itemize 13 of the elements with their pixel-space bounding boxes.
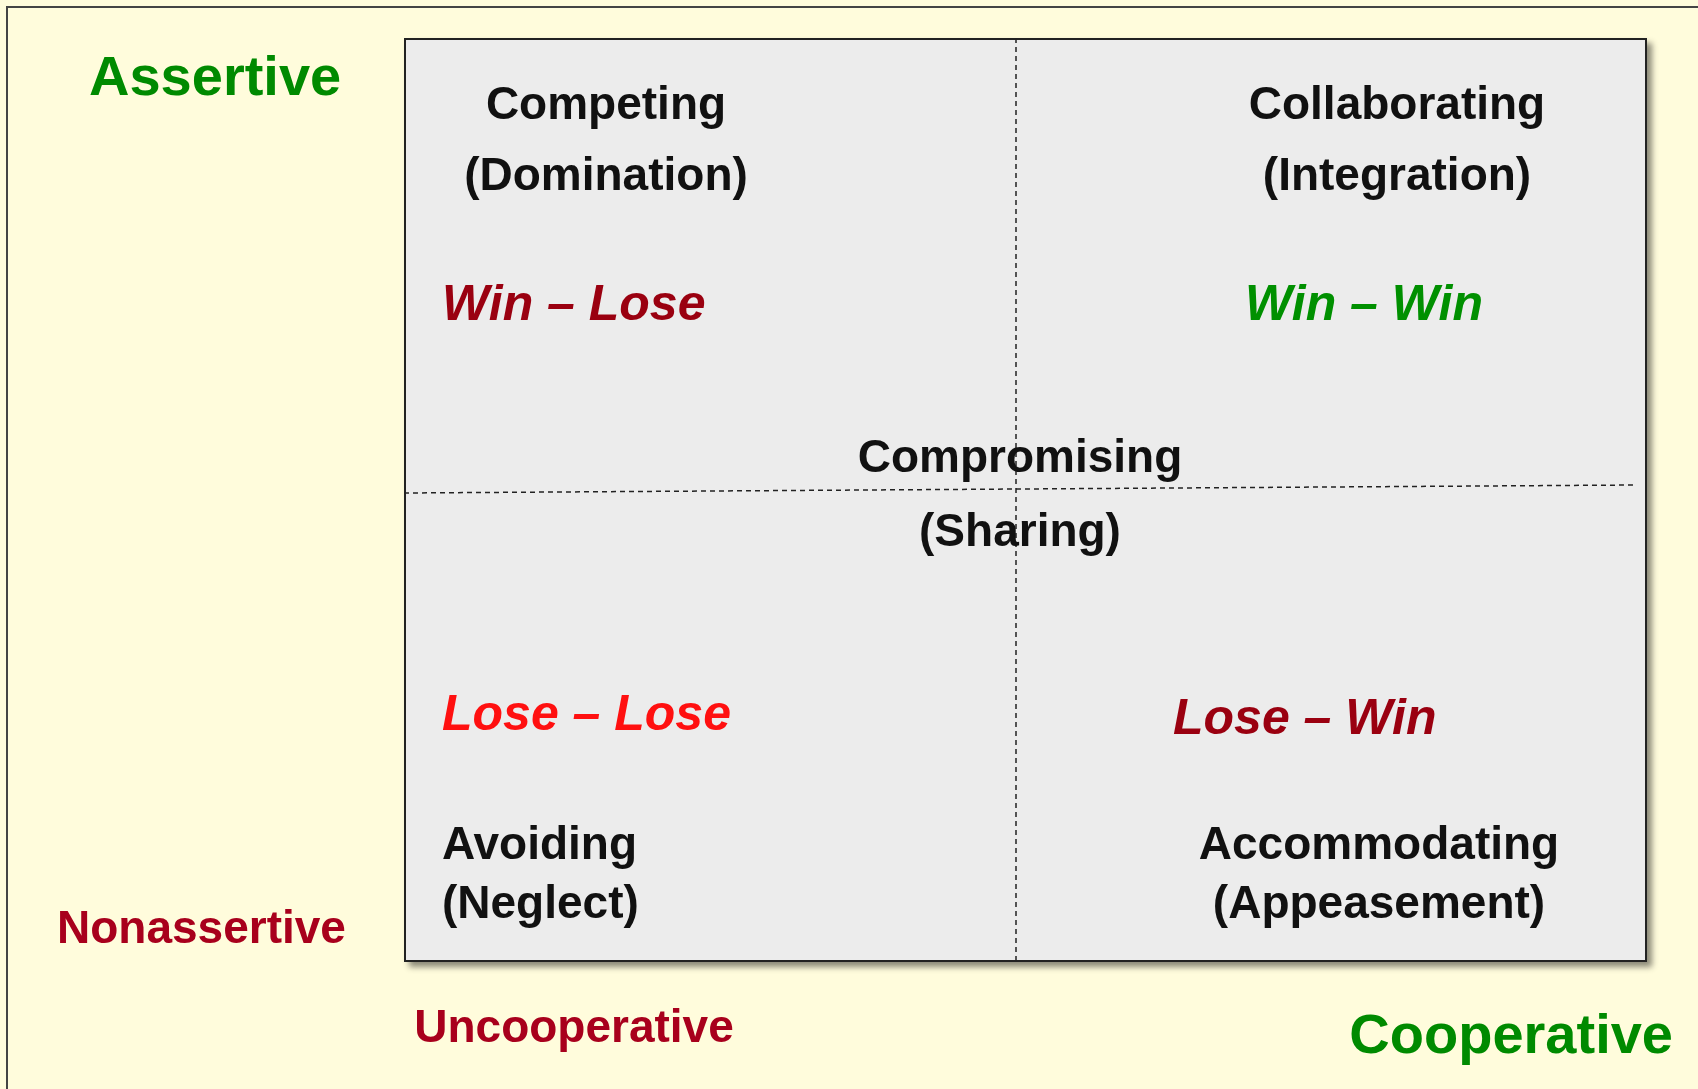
outcome-label: Lose – Lose [442,684,731,743]
axis-label: Cooperative [1349,1001,1673,1068]
axis-label: Assertive [89,43,342,110]
quadrant-label: Accommodating (Appeasement) [1198,816,1560,930]
quadrant-label: Collaborating (Integration) [1248,75,1546,202]
quadrant-label: Avoiding (Neglect) [442,816,639,930]
outcome-label: Lose – Win [1173,688,1437,747]
axis-label: Uncooperative [414,999,734,1055]
quadrant-label: Compromising (Sharing) [857,429,1183,558]
quadrant-label: Competing (Domination) [464,75,748,202]
outcome-label: Win – Lose [442,274,706,333]
outcome-label: Win – Win [1245,274,1483,333]
axis-label: Nonassertive [57,900,346,956]
